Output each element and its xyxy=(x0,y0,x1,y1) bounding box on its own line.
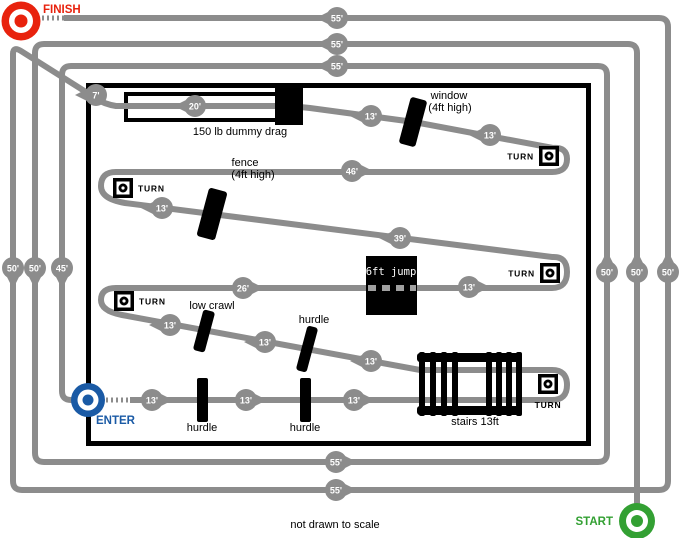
svg-text:13': 13' xyxy=(484,131,496,141)
distance-marker: 13' xyxy=(149,314,181,336)
distance-marker: 50' xyxy=(657,251,679,283)
inner-course-path xyxy=(97,103,571,403)
low-crawl-label: low crawl xyxy=(189,300,234,312)
svg-text:50': 50' xyxy=(601,268,613,278)
stairs-obstacle xyxy=(417,352,522,416)
distance-marker: 13' xyxy=(343,389,375,411)
turn-marker: TURN xyxy=(113,178,165,198)
svg-text:TURN: TURN xyxy=(139,297,166,307)
svg-text:TURN: TURN xyxy=(138,184,165,194)
svg-text:20': 20' xyxy=(189,102,201,112)
svg-text:13': 13' xyxy=(365,357,377,367)
distance-marker: 7' xyxy=(75,84,107,106)
svg-text:50': 50' xyxy=(7,264,19,274)
distance-marker: 50' xyxy=(626,251,648,283)
distance-marker: 13' xyxy=(141,389,173,411)
scale-note: not drawn to scale xyxy=(290,519,379,531)
distance-marker: 13' xyxy=(141,197,173,219)
finish-label: FINISH xyxy=(43,4,81,16)
distance-marker: 55' xyxy=(316,7,348,29)
window-obstacle xyxy=(399,97,427,147)
turn-marker: TURN xyxy=(114,291,166,311)
fence-obstacle xyxy=(197,188,227,240)
distance-marker: 20' xyxy=(174,95,206,117)
svg-text:55': 55' xyxy=(331,40,343,50)
hurdle-obstacle-2 xyxy=(300,378,311,422)
svg-text:TURN: TURN xyxy=(508,269,535,279)
distance-marker: 55' xyxy=(316,55,348,77)
distance-marker: 55' xyxy=(316,33,348,55)
distance-marker: 13' xyxy=(458,276,490,298)
distance-marker: 13' xyxy=(235,389,267,411)
turn-marker: TURN xyxy=(508,263,560,283)
hurdle-obstacle-3 xyxy=(296,326,318,372)
svg-text:50': 50' xyxy=(631,268,643,278)
hurdle-obstacle-1 xyxy=(197,378,208,422)
distance-marker: 13' xyxy=(350,350,382,372)
distance-marker: 45' xyxy=(51,257,73,289)
svg-text:55': 55' xyxy=(331,62,343,72)
svg-text:46': 46' xyxy=(346,167,358,177)
distance-marker: 26' xyxy=(232,277,264,299)
low-crawl-obstacle xyxy=(193,309,215,353)
turn-markers: TURN TURN TURN TURN TURN xyxy=(113,146,561,410)
finish-target-icon xyxy=(1,1,41,41)
svg-text:7': 7' xyxy=(92,91,99,101)
jump-label: 6ft jump xyxy=(366,266,417,278)
svg-text:50': 50' xyxy=(29,264,41,274)
distance-marker: 50' xyxy=(24,257,46,289)
fence-label-line2: (4ft high) xyxy=(231,169,274,181)
svg-text:13': 13' xyxy=(240,396,252,406)
svg-text:55': 55' xyxy=(330,458,342,468)
svg-text:TURN: TURN xyxy=(507,152,534,162)
hurdle-label-1: hurdle xyxy=(187,422,218,434)
svg-text:13': 13' xyxy=(365,112,377,122)
svg-text:13': 13' xyxy=(146,396,158,406)
window-label-line1: window xyxy=(430,90,468,102)
svg-text:39': 39' xyxy=(394,234,406,244)
dummy-drag-label: 150 lb dummy drag xyxy=(193,126,287,138)
distance-marker: 13' xyxy=(469,124,501,146)
course-boundary xyxy=(86,83,591,446)
window-label-line2: (4ft high) xyxy=(428,102,471,114)
distance-marker: 55' xyxy=(325,479,357,501)
distance-marker: 50' xyxy=(2,257,24,289)
obstacles xyxy=(193,87,522,422)
hurdle-label-2: hurdle xyxy=(290,422,321,434)
fence-label-line1: fence xyxy=(232,157,259,169)
svg-text:55': 55' xyxy=(330,486,342,496)
distance-marker: 13' xyxy=(350,105,382,127)
svg-text:45': 45' xyxy=(56,264,68,274)
svg-text:55': 55' xyxy=(331,14,343,24)
turn-marker: TURN xyxy=(507,146,559,166)
svg-text:13': 13' xyxy=(156,204,168,214)
svg-text:50': 50' xyxy=(662,268,674,278)
enter-target-icon xyxy=(71,383,105,417)
turn-marker: TURN xyxy=(535,374,562,410)
enter-label: ENTER xyxy=(96,415,136,427)
dummy-weight-block xyxy=(275,87,303,125)
svg-text:13': 13' xyxy=(348,396,360,406)
distance-marker: 13' xyxy=(244,331,276,353)
svg-text:13': 13' xyxy=(164,321,176,331)
distance-markers: 55' 55' 55' 50' 50' 45' 50' 50' 50' 55' … xyxy=(2,7,679,501)
distance-marker: 50' xyxy=(596,251,618,283)
obstacle-labels: 150 lb dummy drag window (4ft high) fenc… xyxy=(187,90,499,434)
stairs-label: stairs 13ft xyxy=(451,416,499,428)
hurdle-label-3: hurdle xyxy=(299,314,330,326)
svg-text:13': 13' xyxy=(259,338,271,348)
distance-marker: 39' xyxy=(379,227,411,249)
svg-text:13': 13' xyxy=(463,283,475,293)
distance-marker: 55' xyxy=(325,451,357,473)
svg-text:26': 26' xyxy=(237,284,249,294)
start-target-icon xyxy=(619,503,655,538)
start-label: START xyxy=(576,516,613,528)
distance-marker: 46' xyxy=(341,160,373,182)
svg-text:TURN: TURN xyxy=(535,400,562,410)
